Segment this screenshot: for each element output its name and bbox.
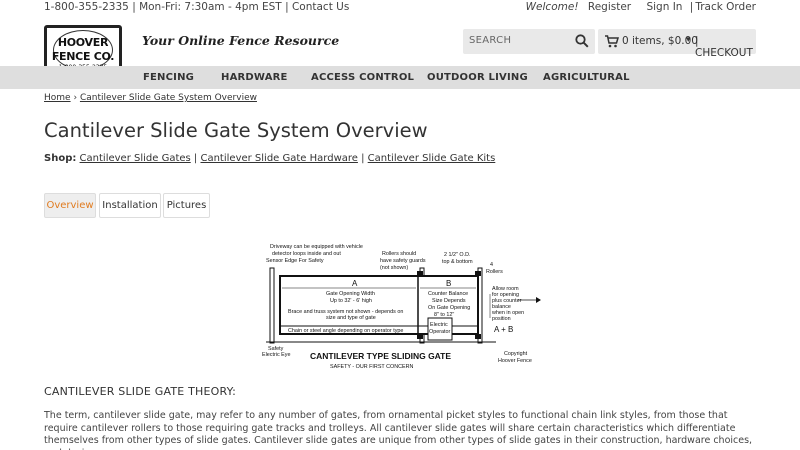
main-nav: FENCING HARDWARE ACCESS CONTROL OUTDOOR …: [0, 66, 800, 89]
tagline: Your Online Fence Resource: [142, 33, 340, 48]
diagram-operator-2: Operator: [429, 329, 450, 335]
tab-installation[interactable]: Installation: [99, 193, 161, 218]
diagram-label-b: B: [446, 279, 451, 288]
nav-fencing[interactable]: FENCING: [143, 72, 195, 83]
contact-us-link[interactable]: Contact Us: [291, 1, 350, 13]
theory-paragraph: The term, cantilever slide gate, may ref…: [44, 410, 753, 450]
cart-button[interactable]: 0 items, $0.00 ▾ | CHECKOUT: [598, 29, 756, 59]
diagram-note-5: have safety guards: [380, 258, 426, 264]
shop-link-hardware[interactable]: Cantilever Slide Gate Hardware: [200, 153, 358, 164]
diagram-chain-note: Chain or steel angle depending on operat…: [288, 328, 403, 334]
search-placeholder: SEARCH: [469, 35, 512, 46]
diagram-copyright-1: Copyright: [504, 351, 528, 357]
diagram-b-3: On Gate Opening: [428, 305, 470, 311]
diagram-note-8: top & bottom: [442, 259, 473, 265]
diagram-note-10: Rollers: [486, 269, 503, 275]
shop-links: Shop: Cantilever Slide Gates | Cantileve…: [44, 153, 495, 164]
diagram-a-plus-b: A + B: [494, 325, 513, 334]
diagram-b-2: Size Depends: [432, 298, 466, 304]
diagram-note-2: detector loops inside and out: [272, 251, 341, 257]
nav-access-control[interactable]: ACCESS CONTROL: [311, 72, 415, 83]
diagram-note-6: (not shown): [380, 265, 408, 271]
nav-outdoor-living[interactable]: OUTDOOR LIVING: [427, 72, 528, 83]
diagram-a-4: size and type of gate: [326, 315, 376, 321]
breadcrumb-separator: ›: [73, 93, 78, 103]
shop-separator: |: [193, 153, 198, 164]
diagram-safety-1: Safety: [268, 346, 284, 352]
diagram-a-2: Up to 32' - 6' high: [330, 298, 372, 304]
diagram-copyright-2: Hoover Fence: [498, 358, 532, 364]
diagram-caption: CANTILEVER TYPE SLIDING GATE: [310, 351, 451, 361]
diagram-r-2: for opening: [492, 292, 519, 298]
diagram-operator-1: Electric: [430, 322, 448, 328]
shop-link-gates[interactable]: Cantilever Slide Gates: [79, 153, 191, 164]
shop-label: Shop:: [44, 153, 77, 164]
diagram-b-4: 8" to 12": [434, 312, 454, 318]
breadcrumb-current[interactable]: Cantilever Slide Gate System Overview: [79, 93, 257, 103]
diagram-note-4: Rollers should: [382, 251, 416, 257]
nav-agricultural[interactable]: AGRICULTURAL: [543, 72, 630, 83]
track-order-link[interactable]: Track Order: [695, 1, 756, 13]
shop-separator: |: [361, 153, 365, 164]
search-icon[interactable]: [575, 34, 589, 48]
diagram-r-3: plus counter: [492, 298, 522, 304]
nav-hardware[interactable]: HARDWARE: [221, 72, 288, 83]
search-input[interactable]: SEARCH: [463, 29, 595, 54]
diagram-b-1: Counter Balance: [428, 291, 468, 297]
diagram-note-3: Sensor Edge For Safety: [266, 258, 324, 264]
chevron-down-icon[interactable]: ▾: [686, 35, 691, 45]
diagram-note-7: 2 1/2" O.D.: [444, 252, 470, 258]
diagram-a-1: Gate Opening Width: [326, 291, 375, 297]
breadcrumb: Home › Cantilever Slide Gate System Over…: [44, 93, 257, 103]
diagram-r-4: balance: [492, 304, 511, 310]
business-hours: Mon-Fri: 7:30am - 4pm EST: [139, 1, 282, 13]
checkout-link[interactable]: | CHECKOUT: [695, 35, 753, 59]
tab-overview[interactable]: Overview: [44, 193, 96, 218]
diagram-r-5: when in open: [491, 310, 524, 316]
cart-summary: 0 items, $0.00: [622, 35, 698, 47]
page-title: Cantilever Slide Gate System Overview: [44, 119, 428, 142]
sign-in-link[interactable]: Sign In: [646, 1, 683, 13]
diagram-a-3: Brace and truss system not shown - depen…: [288, 309, 403, 315]
welcome-text: Welcome!: [525, 1, 579, 13]
diagram-r-1: Allow room: [492, 286, 519, 292]
gate-diagram: Driveway can be equipped with vehicle de…: [262, 244, 541, 370]
tab-pictures[interactable]: Pictures: [163, 193, 210, 218]
diagram-note-9: 4: [490, 262, 493, 268]
diagram-label-a: A: [352, 279, 358, 288]
logo-line-2: FENCE CO.: [51, 50, 115, 63]
logo-line-1: HOOVER: [57, 36, 109, 49]
breadcrumb-home[interactable]: Home: [44, 93, 71, 103]
register-link[interactable]: Register: [587, 1, 632, 13]
cart-icon: [605, 35, 619, 48]
shop-link-kits[interactable]: Cantilever Slide Gate Kits: [367, 153, 496, 164]
diagram-safety-2: Electric Eye: [262, 352, 290, 358]
diagram-subcaption: SAFETY - OUR FIRST CONCERN: [330, 364, 413, 370]
theory-heading: CANTILEVER SLIDE GATE THEORY:: [44, 385, 237, 398]
phone-number: 1-800-355-2335: [44, 1, 129, 13]
diagram-note-1: Driveway can be equipped with vehicle: [270, 244, 363, 250]
top-bar: 1-800-355-2335 | Mon-Fri: 7:30am - 4pm E…: [44, 1, 756, 13]
diagram-r-6: position: [492, 316, 511, 322]
